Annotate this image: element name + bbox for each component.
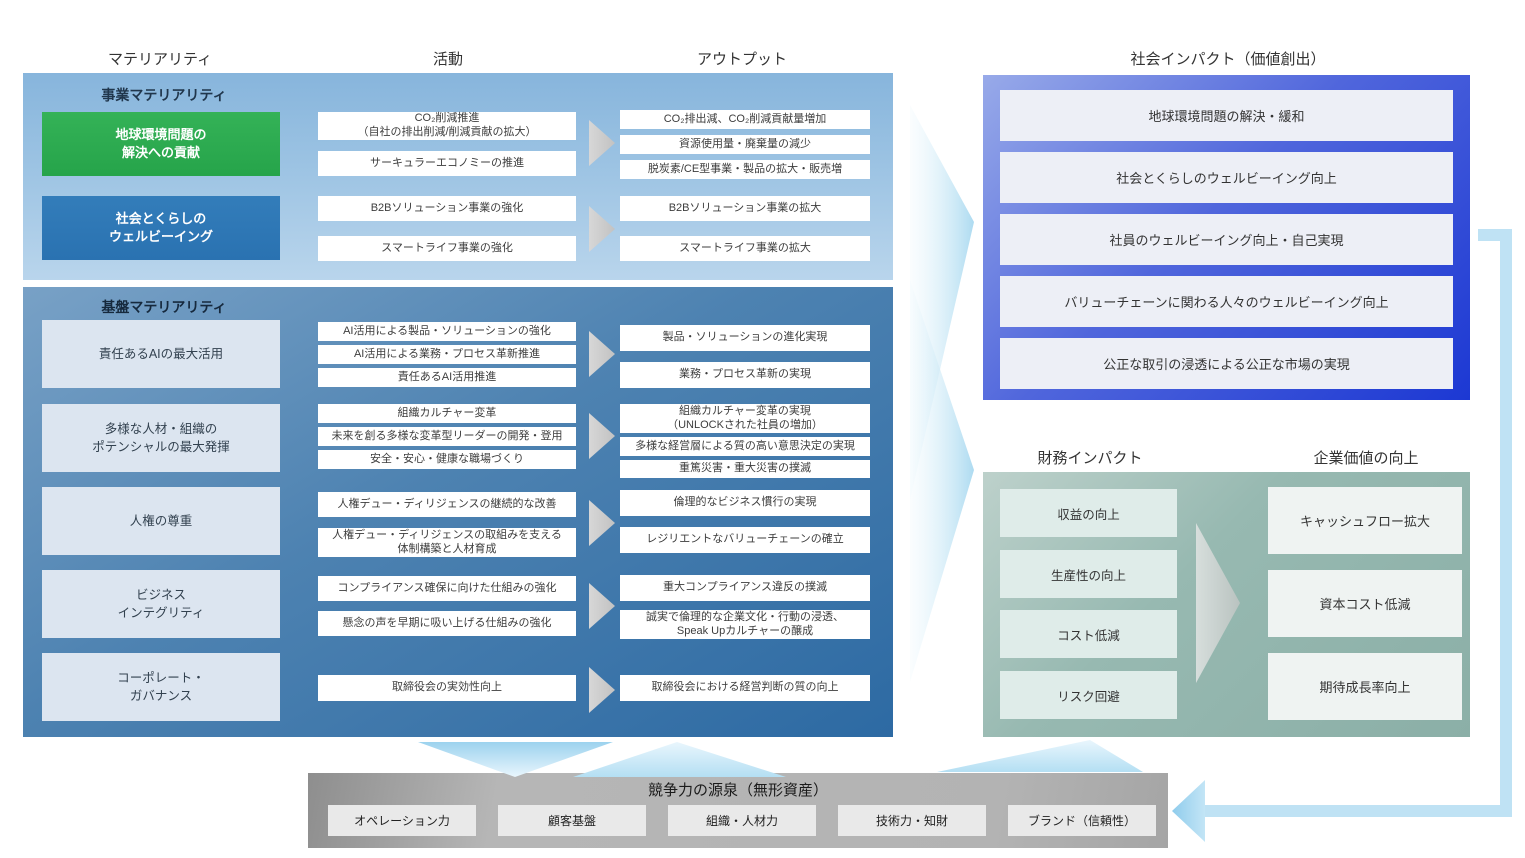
header-social-impact: 社会インパクト（価値創出） [1130,50,1326,68]
activity-box: コンプライアンス確保に向けた仕組みの強化 [318,576,576,601]
output-box: 業務・プロセス革新の実現 [620,362,870,388]
foundation-materiality-box: コーポレート・ ガバナンス [42,653,280,721]
business-materiality-box-environment: 地球環境問題の 解決への貢献 [42,112,280,176]
activity-box: CO₂削減推進 （自社の排出削減/削減貢献の拡大） [318,112,576,140]
activity-box: 未来を創る多様な変革型リーダーの開発・登用 [318,427,576,446]
flow-arrow-to-social-impact-icon [910,105,974,500]
foundation-materiality-box: 責任あるAIの最大活用 [42,320,280,388]
activity-box: B2Bソリューション事業の強化 [318,196,576,221]
arrow-down-to-bar-icon [418,742,613,777]
activity-box: 責任あるAI活用推進 [318,368,576,387]
output-box: B2Bソリューション事業の拡大 [620,196,870,221]
output-box: 脱炭素/CE型事業・製品の拡大・販売増 [620,160,870,179]
header-corporate-value: 企業価値の向上 [1313,449,1419,467]
social-impact-item: 社会とくらしのウェルビーイング向上 [1000,152,1453,203]
social-impact-item: 社員のウェルビーイング向上・自己実現 [1000,214,1453,265]
activity-box: 人権デュー・ディリジェンスの取組みを支える 体制構築と人材育成 [318,528,576,557]
activity-box: AI活用による製品・ソリューションの強化 [318,322,576,341]
output-box: 製品・ソリューションの進化実現 [620,325,870,351]
financial-impact-item: コスト低減 [1000,610,1177,658]
competitiveness-item: オペレーション力 [328,805,476,836]
social-impact-item: 公正な取引の浸透による公正な市場の実現 [1000,338,1453,389]
financial-impact-item: 生産性の向上 [1000,550,1177,598]
arrow-left-icon [1172,780,1205,842]
activity-box: 安全・安心・健康な職場づくり [318,450,576,469]
activity-box: スマートライフ事業の強化 [318,236,576,261]
social-impact-item: 地球環境問題の解決・緩和 [1000,90,1453,141]
header-activities: 活動 [432,50,463,68]
activity-box: サーキュラーエコノミーの推進 [318,151,576,176]
output-box: 重大コンプライアンス違反の撲滅 [620,575,870,601]
competitiveness-title: 競争力の源泉（無形資産） [647,781,828,799]
header-materiality: マテリアリティ [107,50,213,68]
output-box: CO₂排出減、CO₂削減貢献量増加 [620,110,870,129]
output-box: レジリエントなバリューチェーンの確立 [620,527,870,553]
flow-arrow-to-financial-impact-icon [910,280,974,682]
corporate-value-item: キャッシュフロー拡大 [1268,487,1462,554]
foundation-materiality-label: 基盤マテリアリティ [101,299,227,315]
competitiveness-item: 技術力・知財 [838,805,986,836]
output-box: 重篤災害・重大災害の撲滅 [620,460,870,478]
corporate-value-item: 期待成長率向上 [1268,653,1462,720]
competitiveness-item: 組織・人材力 [668,805,816,836]
business-materiality-box-wellbeing: 社会とくらしの ウェルビーイング [42,196,280,260]
activity-box: AI活用による業務・プロセス革新推進 [318,345,576,364]
output-box: 誠実で倫理的な企業文化・行動の浸透、 Speak Upカルチャーの醸成 [620,610,870,639]
activity-box: 取締役会の実効性向上 [318,675,576,701]
competitiveness-item: 顧客基盤 [498,805,646,836]
output-box: 取締役会における経営判断の質の向上 [620,675,870,701]
foundation-materiality-box: 多様な人材・組織の ポテンシャルの最大発揮 [42,404,280,472]
output-box: 多様な経営層による質の高い意思決定の実現 [620,437,870,456]
output-box: スマートライフ事業の拡大 [620,236,870,261]
activity-box: 懸念の声を早期に吸い上げる仕組みの強化 [318,611,576,636]
activity-box: 組織カルチャー変革 [318,404,576,423]
header-output: アウトプット [696,50,787,68]
financial-impact-item: 収益の向上 [1000,489,1177,537]
header-financial-impact: 財務インパクト [1037,449,1143,467]
output-box: 組織カルチャー変革の実現 （UNLOCKされた社員の増加） [620,404,870,433]
social-impact-item: バリューチェーンに関わる人々のウェルビーイング向上 [1000,276,1453,327]
foundation-materiality-box: 人権の尊重 [42,487,280,555]
arrow-up-to-financial-icon [937,740,1143,772]
corporate-value-item: 資本コスト低減 [1268,570,1462,637]
competitiveness-item: ブランド（信頼性） [1008,805,1156,836]
business-materiality-label: 事業マテリアリティ [101,87,227,103]
activity-box: 人権デュー・ディリジェンスの継続的な改善 [318,492,576,517]
arrow-up-from-bar-icon [573,742,786,777]
foundation-materiality-box: ビジネス インテグリティ [42,570,280,638]
output-box: 資源使用量・廃棄量の減少 [620,135,870,154]
financial-impact-item: リスク回避 [1000,671,1177,719]
output-box: 倫理的なビジネス慣行の実現 [620,490,870,516]
